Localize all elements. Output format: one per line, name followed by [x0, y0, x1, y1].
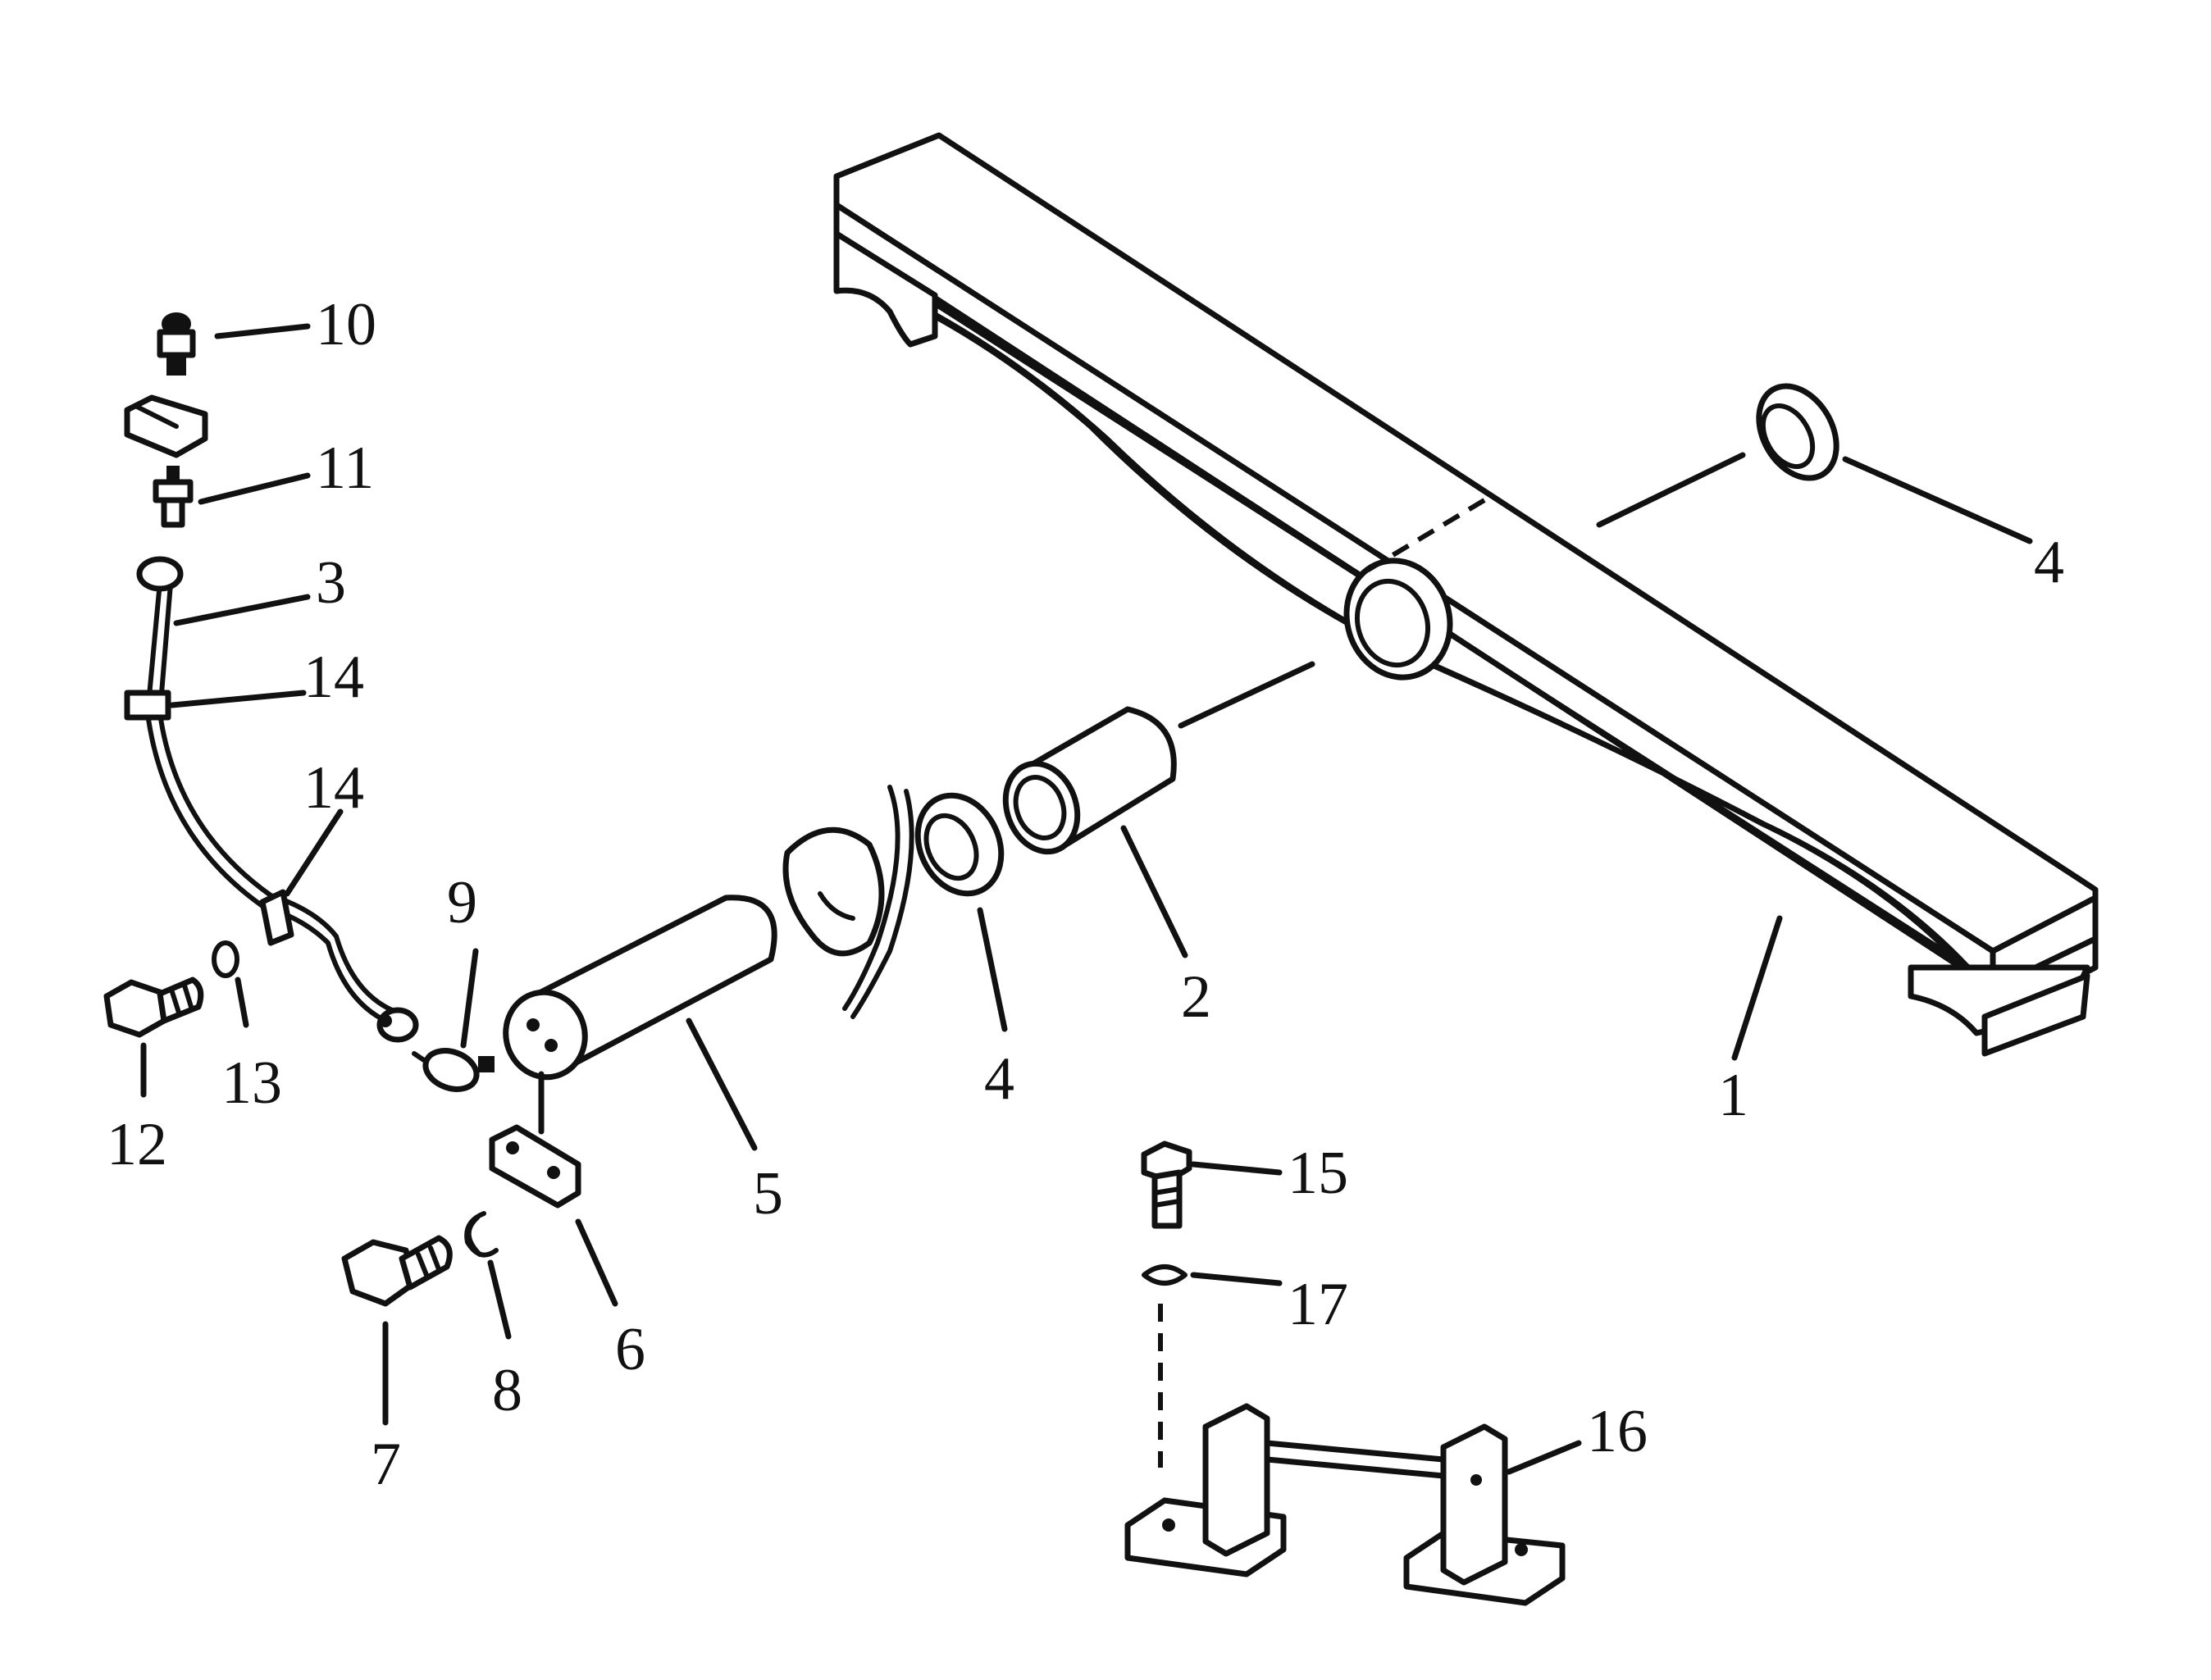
callout-6: 6 — [615, 1316, 645, 1383]
callout-14-lower: 14 — [303, 754, 364, 822]
part-3-grease-tube — [136, 556, 419, 1043]
callout-8: 8 — [492, 1357, 522, 1424]
callout-9: 9 — [447, 869, 477, 936]
callout-4-right: 4 — [2034, 529, 2064, 596]
callout-2: 2 — [1181, 963, 1211, 1031]
part-5-pin-shaft — [503, 895, 777, 1081]
callout-16: 15 — [1288, 1140, 1348, 1207]
part-16-bolt — [1141, 1140, 1192, 1229]
callout-10: 10 — [316, 291, 376, 358]
part-1-equalizer-beam — [833, 132, 2099, 1057]
callout-1: 1 — [1718, 1062, 1748, 1129]
callout-3: 3 — [316, 549, 346, 617]
bracket-block — [124, 394, 208, 458]
part-7-bolt — [341, 1235, 453, 1307]
part-6-lock-plate — [489, 1071, 581, 1209]
callout-7: 7 — [371, 1431, 401, 1498]
part-17-washer — [1142, 1264, 1188, 1468]
part-14-clips — [124, 690, 294, 946]
seal-ring — [782, 785, 914, 1019]
callout-4-center: 4 — [984, 1045, 1014, 1113]
part-10-grease-nipple — [157, 312, 196, 376]
callout-labels: 10 11 3 14 14 9 12 13 7 8 6 5 4 2 1 4 15… — [107, 291, 2064, 1498]
part-13-washer — [212, 940, 239, 978]
callout-14-upper: 14 — [303, 644, 364, 711]
callout-15: 16 — [1587, 1398, 1648, 1465]
part-11-adapter — [153, 466, 194, 528]
callout-12: 12 — [107, 1111, 167, 1178]
part-15-support-bracket — [1124, 1403, 1566, 1606]
part-12-bolt — [103, 977, 204, 1038]
part-4-bearing-center — [914, 792, 1005, 897]
part-9-elbow-fitting — [412, 1048, 495, 1092]
leader-lines — [140, 323, 2033, 1475]
callout-5: 5 — [753, 1160, 783, 1227]
callout-11: 11 — [316, 435, 374, 502]
callout-13: 13 — [221, 1049, 282, 1117]
part-2-bushing — [1002, 661, 1315, 855]
part-8-lock-washer — [464, 1211, 499, 1258]
callout-17: 17 — [1288, 1271, 1348, 1338]
part-4-bearing-right — [1596, 383, 1839, 528]
